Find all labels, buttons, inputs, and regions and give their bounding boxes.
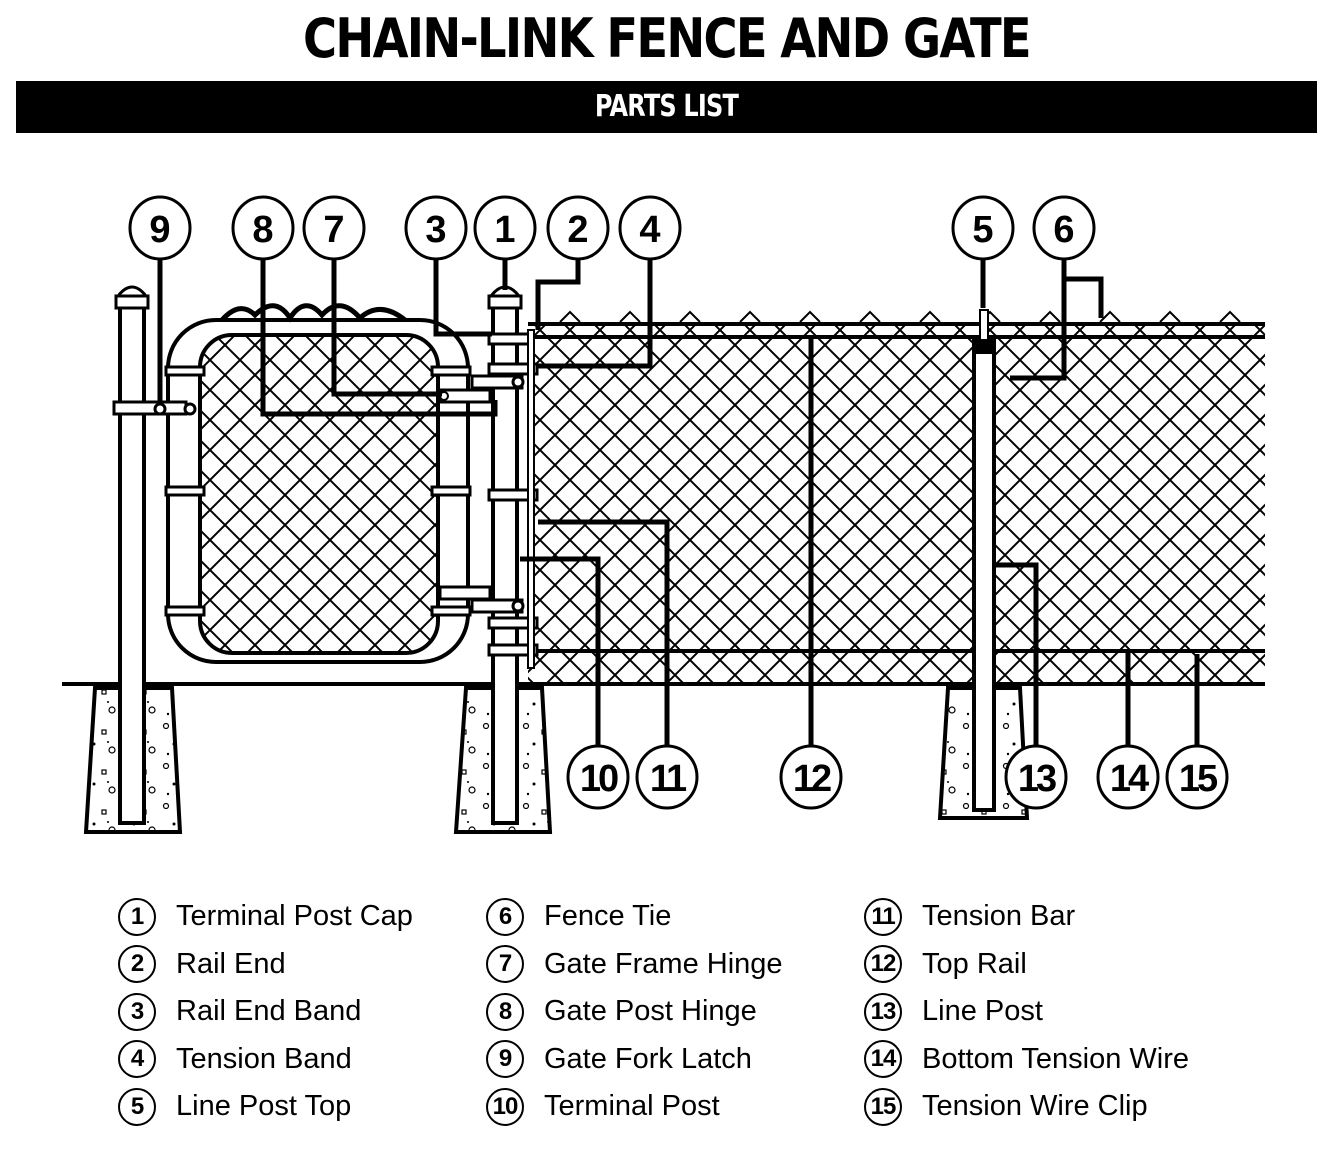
svg-text:4: 4 <box>639 209 660 251</box>
legend-label: Terminal Post Cap <box>176 900 413 933</box>
leader-lines <box>157 259 1200 746</box>
legend-item: 4 Tension Band <box>118 1036 413 1084</box>
callout-11: 11 <box>635 744 699 810</box>
legend-label: Terminal Post <box>544 1090 720 1123</box>
legend-label: Gate Frame Hinge <box>544 947 783 980</box>
svg-text:2: 2 <box>567 209 588 251</box>
gate-latch-post <box>112 285 197 825</box>
legend-item: 12 Top Rail <box>864 941 1189 989</box>
legend-item: 15 Tension Wire Clip <box>864 1083 1189 1131</box>
legend-number: 3 <box>118 992 156 1031</box>
parts-list-banner: PARTS LIST <box>16 81 1317 133</box>
parts-legend-column-1: 1 Terminal Post Cap 2 Rail End 3 Rail End B… <box>118 893 413 1131</box>
callouts: 9 8 7 3 1 2 4 5 6 10 11 12 13 14 15 <box>128 195 1229 810</box>
legend-number: 10 <box>486 1087 524 1126</box>
legend-number: 6 <box>486 897 524 936</box>
svg-text:8: 8 <box>252 209 273 251</box>
legend-item: 7 Gate Frame Hinge <box>486 941 783 989</box>
callout-2: 2 <box>546 195 610 261</box>
legend-item: 10 Terminal Post <box>486 1083 783 1131</box>
parts-legend-column-3: 11 Tension Bar 12 Top Rail 13 Line Post 14 B… <box>864 893 1189 1131</box>
svg-text:5: 5 <box>972 209 993 251</box>
legend-label: Gate Post Hinge <box>544 995 757 1028</box>
bottom-tension-wire <box>528 649 1265 686</box>
fence-diagram: 9 8 7 3 1 2 4 5 6 10 11 12 13 14 15 <box>62 195 1265 834</box>
svg-text:7: 7 <box>323 209 344 251</box>
legend-label: Rail End <box>176 947 286 980</box>
callout-3: 3 <box>404 195 468 261</box>
gate <box>164 303 472 664</box>
legend-item: 13 Line Post <box>864 988 1189 1036</box>
legend-label: Rail End Band <box>176 995 362 1028</box>
svg-text:14: 14 <box>1110 758 1149 800</box>
callout-8: 8 <box>231 195 295 261</box>
parts-list-heading: PARTS LIST <box>594 89 739 124</box>
callout-9: 9 <box>128 195 192 261</box>
legend-number: 4 <box>118 1040 156 1079</box>
callout-13: 13 <box>1004 744 1068 810</box>
legend-label: Top Rail <box>922 947 1027 980</box>
svg-text:11: 11 <box>650 758 687 800</box>
legend-number: 9 <box>486 1040 524 1079</box>
parts-legend-column-2: 6 Fence Tie 7 Gate Frame Hinge 8 Gate Post … <box>486 893 783 1131</box>
legend-label: Fence Tie <box>544 900 672 933</box>
callout-10: 10 <box>566 744 630 810</box>
legend-item: 9 Gate Fork Latch <box>486 1036 783 1084</box>
callout-12: 12 <box>779 744 843 810</box>
legend-label: Tension Wire Clip <box>922 1090 1148 1123</box>
legend-item: 6 Fence Tie <box>486 893 783 941</box>
legend-label: Tension Bar <box>922 900 1076 933</box>
svg-text:12: 12 <box>793 758 831 800</box>
svg-text:9: 9 <box>149 209 170 251</box>
legend-number: 13 <box>864 992 902 1031</box>
callout-14: 14 <box>1096 744 1160 810</box>
callout-6: 6 <box>1032 195 1096 261</box>
legend-number: 11 <box>864 897 902 936</box>
legend-label: Line Post <box>922 995 1043 1028</box>
line-post <box>972 309 996 812</box>
legend-number: 12 <box>864 945 902 984</box>
legend-item: 2 Rail End <box>118 941 413 989</box>
legend-number: 8 <box>486 992 524 1031</box>
legend-number: 15 <box>864 1087 902 1126</box>
callout-15: 15 <box>1165 744 1229 810</box>
legend-number: 14 <box>864 1040 902 1079</box>
legend-number: 2 <box>118 945 156 984</box>
svg-text:10: 10 <box>580 758 618 800</box>
legend-item: 8 Gate Post Hinge <box>486 988 783 1036</box>
svg-text:1: 1 <box>494 209 515 251</box>
legend-item: 14 Bottom Tension Wire <box>864 1036 1189 1084</box>
legend-item: 1 Terminal Post Cap <box>118 893 413 941</box>
legend-item: 5 Line Post Top <box>118 1083 413 1131</box>
legend-number: 1 <box>118 897 156 936</box>
page-title: CHAIN-LINK FENCE AND GATE <box>303 7 1032 70</box>
callout-7: 7 <box>302 195 366 261</box>
callout-1: 1 <box>473 195 537 261</box>
legend-label: Tension Band <box>176 1042 352 1075</box>
legend-number: 5 <box>118 1087 156 1126</box>
svg-text:13: 13 <box>1018 758 1056 800</box>
callout-4: 4 <box>618 195 682 261</box>
legend-item: 11 Tension Bar <box>864 893 1189 941</box>
legend-label: Gate Fork Latch <box>544 1042 752 1075</box>
svg-text:3: 3 <box>425 209 446 251</box>
legend-label: Line Post Top <box>176 1090 352 1123</box>
svg-text:6: 6 <box>1053 209 1074 251</box>
legend-number: 7 <box>486 945 524 984</box>
fence-mesh <box>528 310 1265 684</box>
legend-label: Bottom Tension Wire <box>922 1042 1190 1075</box>
legend-item: 3 Rail End Band <box>118 988 413 1036</box>
callout-5: 5 <box>951 195 1015 261</box>
svg-text:15: 15 <box>1179 758 1218 800</box>
